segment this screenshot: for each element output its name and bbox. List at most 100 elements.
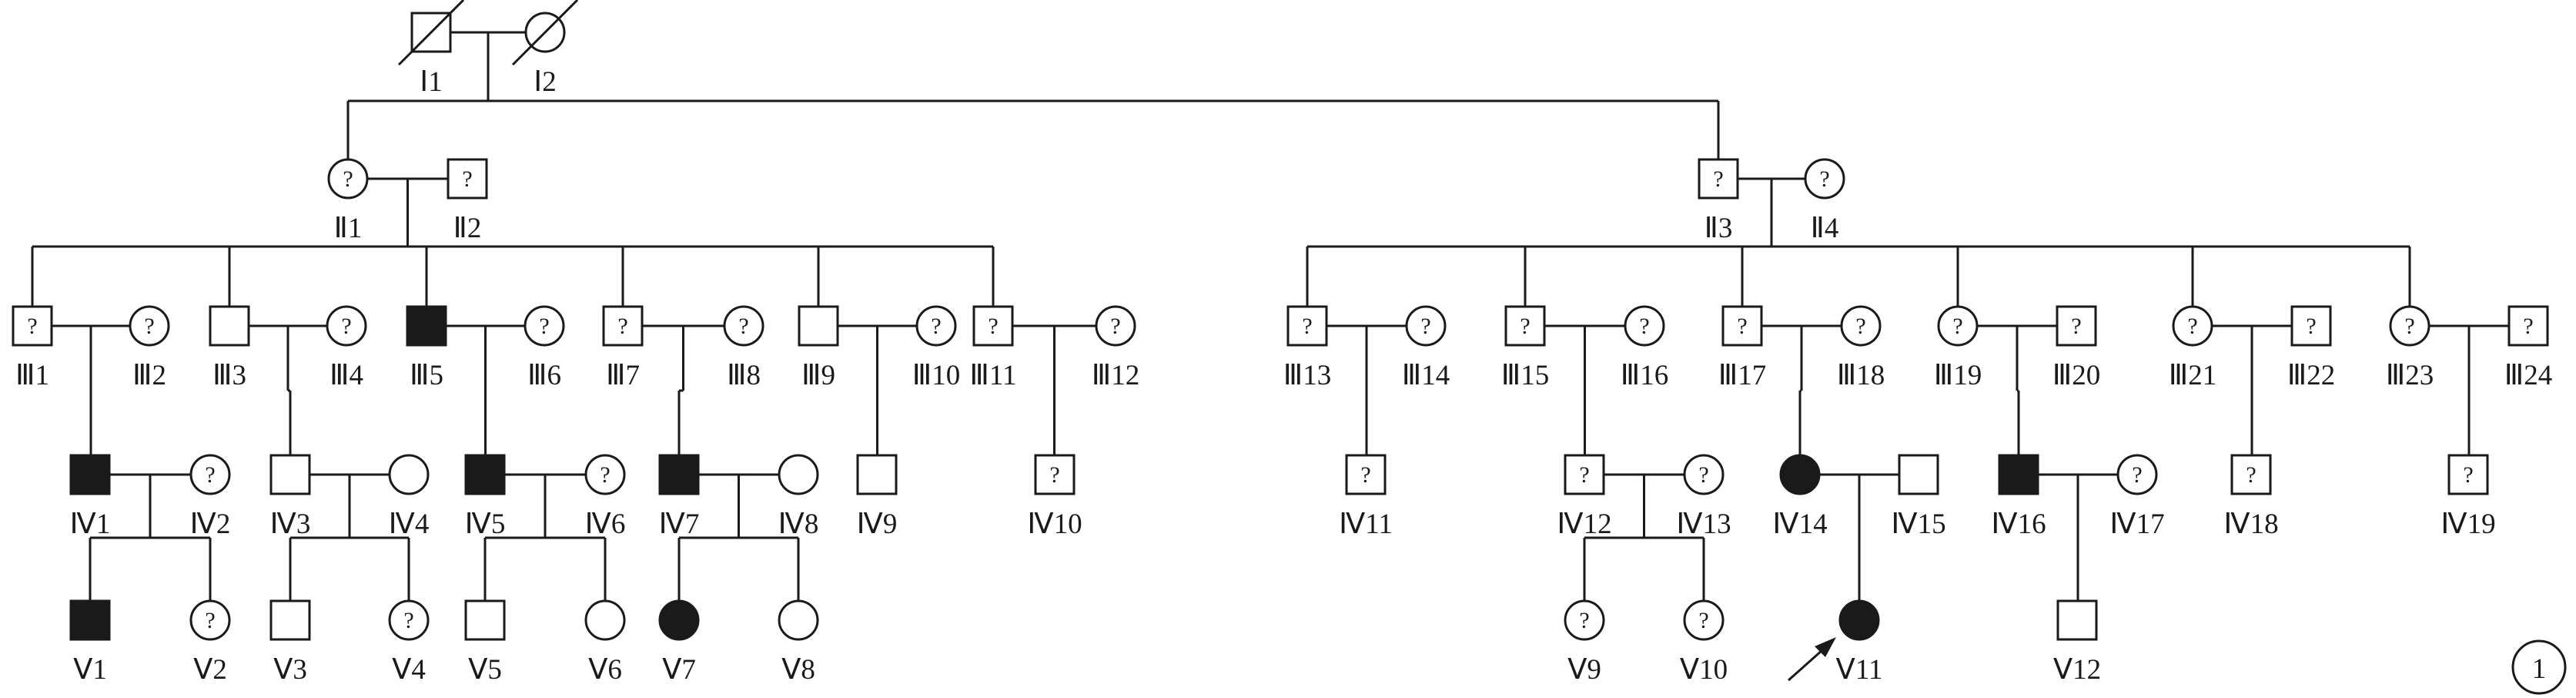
individual-iv1-label: Ⅳ1 xyxy=(70,508,111,540)
individual-iii11-square xyxy=(972,305,1014,347)
individual-iv6-unknown-mark: ? xyxy=(600,462,610,488)
individual-iv18-square xyxy=(2230,454,2272,495)
individual-iii8-circle xyxy=(723,305,764,347)
individual-ii4-circle xyxy=(1804,158,1845,200)
individual-v10-label: Ⅴ10 xyxy=(1680,654,1728,686)
individual-iii21-unknown-mark: ? xyxy=(2187,314,2197,339)
individual-iv13-label: Ⅳ13 xyxy=(1676,508,1731,540)
individual-iv9-square xyxy=(856,454,898,495)
individual-iii23-circle xyxy=(2389,305,2430,347)
individual-v4-unknown-mark: ? xyxy=(403,608,413,633)
individual-iii8-unknown-mark: ? xyxy=(738,314,748,339)
individual-iv3-square xyxy=(269,454,311,495)
individual-iii18-circle xyxy=(1840,305,1882,347)
individual-iv5-square xyxy=(464,454,506,495)
individual-v9-circle xyxy=(1564,599,1605,641)
individual-iii14-unknown-mark: ? xyxy=(1420,314,1430,339)
individual-iii21-circle xyxy=(2172,305,2213,347)
individual-iii11-unknown-mark: ? xyxy=(988,314,998,339)
individual-iii2-label: Ⅲ2 xyxy=(132,360,166,391)
individual-symbols: ?????????????????????????????????????? xyxy=(12,0,2549,682)
individual-iv15-square xyxy=(1898,454,1939,495)
individual-iii15-square xyxy=(1504,305,1546,347)
individual-iii2-circle xyxy=(129,305,170,347)
individual-v3-square xyxy=(269,599,311,641)
individual-iii6-circle xyxy=(524,305,565,347)
individual-v5-square xyxy=(464,599,506,641)
annotations: 1 xyxy=(2511,639,2567,695)
individual-iii2-unknown-mark: ? xyxy=(144,314,154,339)
individual-iii5-square xyxy=(406,305,447,347)
individual-v2-label: Ⅴ2 xyxy=(193,654,227,686)
relationship-lines xyxy=(31,31,2509,601)
individual-iii20-label: Ⅲ20 xyxy=(2052,360,2101,391)
individual-i2-deceased-slash xyxy=(511,0,579,66)
individual-v7-circle xyxy=(658,599,700,641)
individual-iv7-square xyxy=(658,454,700,495)
individual-ii4-unknown-mark: ? xyxy=(1819,166,1829,192)
individual-iii14-circle xyxy=(1405,305,1447,347)
individual-v8-label: Ⅴ8 xyxy=(781,654,815,686)
individual-iv18-unknown-mark: ? xyxy=(2246,462,2256,488)
individual-iii19-unknown-mark: ? xyxy=(1952,314,1962,339)
individual-iv17-circle xyxy=(2116,454,2158,495)
individual-iii11-label: Ⅲ11 xyxy=(969,360,1016,391)
individual-v6-circle xyxy=(584,599,626,641)
individual-iv2-label: Ⅳ2 xyxy=(190,508,231,540)
individual-v2-circle xyxy=(189,599,231,641)
individual-iv5-label: Ⅳ5 xyxy=(465,508,506,540)
individual-iii17-unknown-mark: ? xyxy=(1737,314,1747,339)
individual-ii3-square xyxy=(1698,158,1739,200)
individual-iii7-label: Ⅲ7 xyxy=(606,360,640,391)
individual-iii6-label: Ⅲ6 xyxy=(527,360,561,391)
individual-v3-label: Ⅴ3 xyxy=(273,654,307,686)
individual-iv11-label: Ⅳ11 xyxy=(1339,508,1393,540)
individual-v10-unknown-mark: ? xyxy=(1698,608,1708,633)
individual-iii20-square xyxy=(2056,305,2097,347)
individual-iii22-unknown-mark: ? xyxy=(2306,314,2316,339)
individual-v4-circle xyxy=(388,599,430,641)
individual-iii12-circle xyxy=(1095,305,1136,347)
individual-ii3-label: Ⅱ3 xyxy=(1705,213,1733,244)
individual-ii1-circle xyxy=(327,158,369,200)
individual-v9-unknown-mark: ? xyxy=(1579,608,1589,633)
individual-v12-square xyxy=(2056,599,2098,641)
individual-v8-circle xyxy=(778,599,819,641)
individual-iv8-circle xyxy=(778,454,819,495)
individual-v11-label: Ⅴ11 xyxy=(1836,654,1883,686)
individual-v1-label: Ⅴ1 xyxy=(73,654,107,686)
individual-v7-label: Ⅴ7 xyxy=(662,654,696,686)
individual-iv14-circle xyxy=(1779,454,1821,495)
individual-iv8-label: Ⅳ8 xyxy=(778,508,819,540)
individual-iii24-unknown-mark: ? xyxy=(2523,314,2533,339)
individual-iii19-circle xyxy=(1937,305,1979,347)
individual-iv10-label: Ⅳ10 xyxy=(1027,508,1082,540)
individual-iv15-label: Ⅳ15 xyxy=(1891,508,1945,540)
individual-iii3-label: Ⅲ3 xyxy=(212,360,246,391)
individual-ii2-square xyxy=(447,158,488,200)
individual-iii1-label: Ⅲ1 xyxy=(15,360,49,391)
individual-iv6-label: Ⅳ6 xyxy=(585,508,626,540)
individual-ii4-label: Ⅱ4 xyxy=(1811,213,1839,244)
individual-iv16-label: Ⅳ16 xyxy=(1991,508,2046,540)
individual-iii24-square xyxy=(2507,305,2549,347)
individual-iii22-label: Ⅲ22 xyxy=(2287,360,2336,391)
individual-iii9-square xyxy=(798,305,839,347)
individual-v5-label: Ⅴ5 xyxy=(468,654,502,686)
individual-v4-label: Ⅴ4 xyxy=(392,654,426,686)
individual-iii13-square xyxy=(1286,305,1328,347)
individual-iii23-unknown-mark: ? xyxy=(2404,314,2414,339)
individual-i1-deceased-slash xyxy=(397,0,465,66)
individual-iii10-label: Ⅲ10 xyxy=(912,360,961,391)
individual-iii13-unknown-mark: ? xyxy=(1302,314,1312,339)
individual-i1-label: Ⅰ1 xyxy=(420,66,442,98)
proband-arrow-icon xyxy=(1815,637,1836,657)
individual-iii18-label: Ⅲ18 xyxy=(1837,360,1885,391)
individual-v10-circle xyxy=(1683,599,1725,641)
individual-i2-label: Ⅰ2 xyxy=(534,66,556,98)
individual-iii10-circle xyxy=(915,305,957,347)
individual-iv4-circle xyxy=(388,454,430,495)
individual-ii2-unknown-mark: ? xyxy=(462,166,472,192)
individual-ii3-unknown-mark: ? xyxy=(1713,166,1723,192)
